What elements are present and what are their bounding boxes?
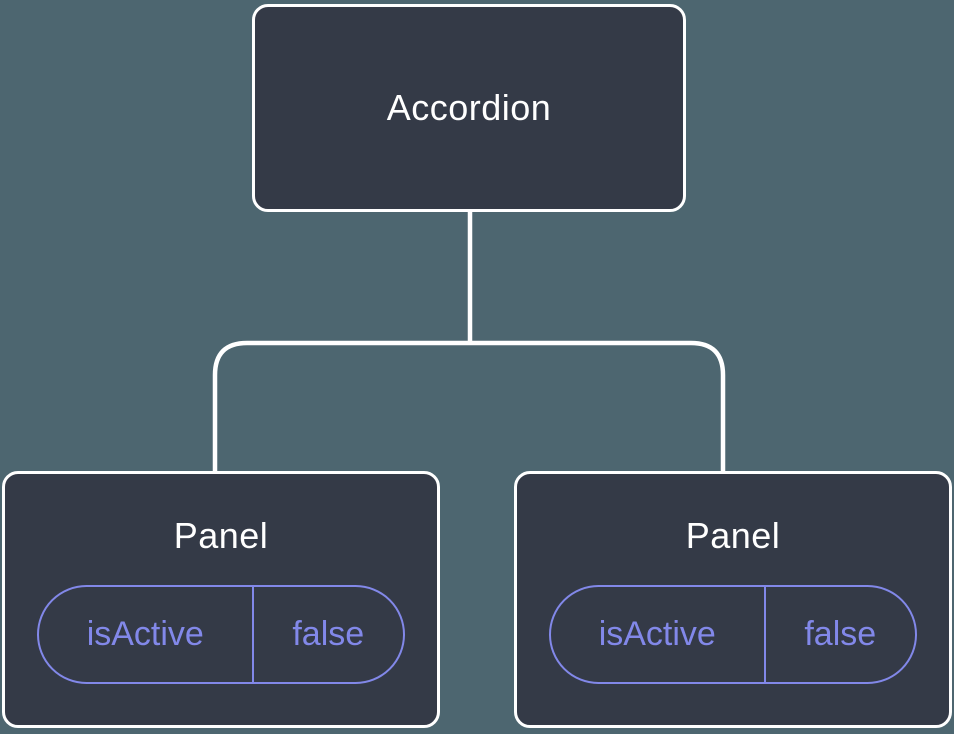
state-value: false [292,615,365,653]
panel-left-label: Panel [173,515,269,556]
root-node-label: Accordion [386,87,552,128]
state-key: isActive [551,587,766,682]
tree-node-root: Accordion [252,4,686,212]
panel-right-state-pill: isActive false [549,585,917,684]
connector-bracket [212,340,726,471]
tree-node-panel-left: Panel isActive false [2,471,440,728]
panel-left-state-pill: isActive false [37,585,405,684]
panel-right-label: Panel [685,515,781,556]
tree-node-panel-right: Panel isActive false [514,471,952,728]
state-value: false [804,615,877,653]
state-key: isActive [39,587,254,682]
